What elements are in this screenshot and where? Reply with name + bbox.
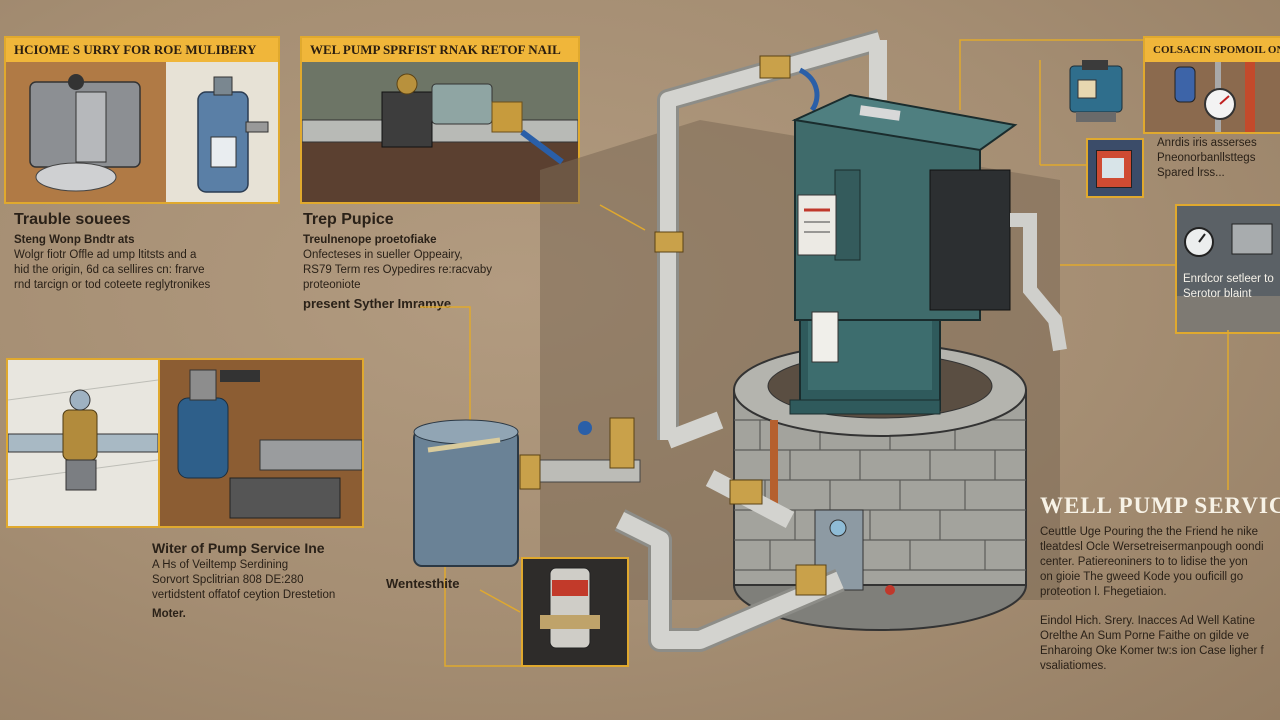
panel-well-pump-pressure: WEL PUMP SPRFIST RNAK RETOF NAIL bbox=[300, 36, 580, 204]
pressure-gauge-photo bbox=[1145, 62, 1280, 132]
pressure-tank bbox=[413, 417, 641, 567]
pressure-switch-photo bbox=[302, 62, 578, 202]
section-subtitle: Treulnenope proetofiake bbox=[303, 234, 437, 246]
pressure-tank-icon bbox=[1069, 60, 1123, 122]
panel-home-supply: HCIOME S URRY FOR ROE MULIBERY bbox=[4, 36, 280, 204]
stone-well-icon bbox=[733, 343, 1027, 631]
section-title: Witer of Pump Service Ine bbox=[152, 540, 325, 556]
filter-inset-photo bbox=[521, 557, 629, 667]
gauge-caption: Enrdcor setleer to Serotor blaint bbox=[1183, 273, 1274, 300]
front-pipes bbox=[614, 470, 845, 652]
valve-photo bbox=[6, 358, 160, 528]
section-footer: present Syther Imramye bbox=[303, 296, 452, 311]
control-box-photo bbox=[1086, 138, 1144, 198]
pipe-network bbox=[654, 29, 887, 449]
filter-photo bbox=[158, 358, 364, 528]
right-small-text: Anrdis iris asserses Pneonorbanllsttegs … bbox=[1157, 137, 1257, 179]
section-footer: Moter. bbox=[152, 608, 186, 620]
brass-valve-icon bbox=[759, 55, 791, 79]
panel-title: HCIOME S URRY FOR ROE MULIBERY bbox=[6, 38, 278, 62]
section-title: Trauble souees bbox=[14, 211, 131, 228]
well-pump-service-section: WELL PUMP SERVIC Ceuttle Uge Pouring the… bbox=[1040, 493, 1280, 674]
panel-title: COLSACIN SPOMOIL ON bbox=[1145, 38, 1280, 62]
panel-connection: COLSACIN SPOMOIL ON bbox=[1143, 36, 1280, 134]
section-title: WELL PUMP SERVIC bbox=[1040, 493, 1280, 518]
panel-title: WEL PUMP SPRFIST RNAK RETOF NAIL bbox=[302, 38, 578, 62]
pump-motor-icon bbox=[789, 93, 1067, 415]
gauge-panel-photo: Enrdcor setleer to Serotor blaint bbox=[1175, 204, 1280, 334]
brass-valve-icon bbox=[62, 409, 98, 461]
pump-service-line-section: Witer of Pump Service Ine A Hs of Veilte… bbox=[152, 540, 336, 620]
section-subtitle: Steng Wonp Bndtr ats bbox=[14, 234, 135, 246]
trouble-section: Trauble souees Steng Wonp Bndtr ats Wolg… bbox=[14, 211, 211, 291]
pump-unit-photo bbox=[6, 62, 278, 202]
section-title: Trep Pupice bbox=[303, 211, 394, 228]
pump-practice-section: Trep Pupice Treulnenope proetofiake Onfe… bbox=[303, 211, 492, 311]
tank-label: Wentesthite bbox=[386, 576, 460, 591]
